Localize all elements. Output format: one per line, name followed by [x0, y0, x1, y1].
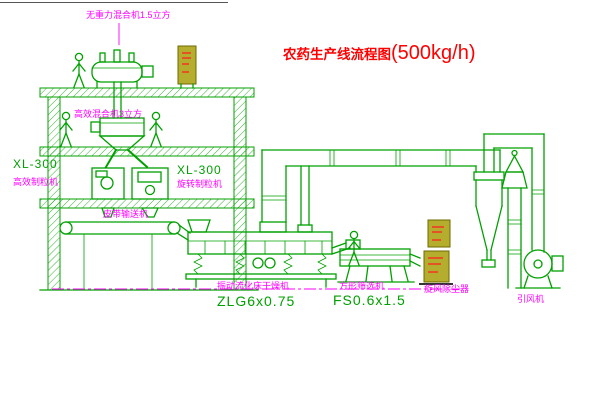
label-granulator-left-model: XL-300 — [13, 157, 58, 171]
sieve-machine — [337, 239, 421, 283]
label-dryer-model: ZLG6x0.75 — [217, 293, 296, 309]
control-panel-mid — [427, 219, 451, 248]
label-high-efficiency-mixer: 高效混合机3立方 — [74, 109, 143, 119]
control-panel-top — [177, 45, 197, 89]
title-text: 农药生产线流程图 — [283, 47, 391, 62]
high-efficiency-mixer — [90, 117, 149, 169]
exhaust-stack — [501, 149, 528, 289]
label-sieve-model: FS0.6x1.5 — [333, 292, 406, 308]
gravity-free-mixer — [91, 49, 154, 119]
label-cyclone: 旋风除尘器 — [424, 284, 470, 294]
label-granulator-right-name: 旋转制粒机 — [177, 179, 223, 189]
label-fan: 引风机 — [517, 294, 545, 304]
label-sieve-name: 方形筛选机 — [339, 281, 385, 291]
belt-conveyor — [59, 221, 191, 289]
label-dryer-name: 振动流化床干燥机 — [217, 281, 290, 291]
induced-draft-fan — [515, 249, 564, 289]
cyclone-separator — [473, 133, 545, 268]
building-structure — [39, 87, 259, 291]
granulator-right — [131, 167, 169, 218]
label-gravity-free-mixer: 无重力混合机1.5立方 — [86, 10, 171, 20]
exhaust-duct — [261, 149, 501, 226]
person-icon — [59, 111, 73, 147]
control-panel-bottom — [419, 250, 453, 285]
label-granulator-left-name: 高效制粒机 — [13, 177, 59, 187]
fluid-bed-dryer — [185, 219, 351, 288]
label-granulator-right-model: XL-300 — [177, 163, 222, 177]
label-belt-conveyor: 皮带输送机 — [103, 209, 149, 219]
person-icon — [149, 111, 163, 147]
person-icon — [72, 52, 86, 88]
title-capacity: (500kg/h) — [391, 42, 476, 64]
page-title: 农药生产线流程图 (500kg/h) — [283, 42, 476, 65]
granulator-left — [91, 167, 125, 218]
